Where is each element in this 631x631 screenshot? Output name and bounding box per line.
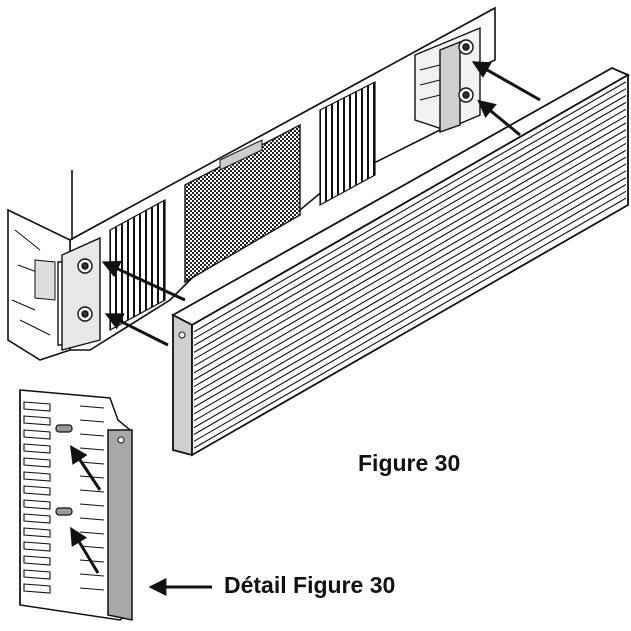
detail-slat	[23, 499, 105, 510]
detail-slat	[23, 569, 105, 580]
left-bracket	[57, 236, 101, 351]
right-bracket	[414, 26, 481, 133]
arrow-icon	[104, 313, 169, 347]
bezel-slat	[193, 108, 627, 360]
bezel-slat	[193, 149, 627, 401]
arrow-icon	[471, 61, 541, 102]
bezel-slats	[193, 81, 627, 449]
bezel-slat	[193, 122, 627, 374]
detail-slat	[23, 485, 105, 496]
detail-slat	[23, 401, 105, 412]
detail-inset	[19, 389, 133, 621]
front-bezel	[171, 66, 630, 457]
insertion-arrows	[70, 61, 541, 596]
detail-slat	[23, 583, 105, 594]
bezel-slat	[193, 142, 627, 394]
bezel-slat	[193, 156, 627, 408]
vent-bank-right	[319, 81, 376, 207]
arrow-icon	[101, 260, 186, 302]
detail-pins	[55, 424, 73, 516]
detail-label: Détail Figure 30	[224, 572, 396, 598]
figure-label: Figure 30	[358, 450, 461, 476]
detail-slat	[23, 415, 105, 426]
bezel-slat	[193, 88, 627, 340]
bezel-slat	[193, 183, 627, 435]
bezel-slat	[193, 129, 627, 381]
bezel-slat	[193, 170, 627, 422]
vent-bank-left	[109, 198, 166, 332]
bezel-slat	[193, 101, 627, 353]
bezel-slat	[193, 81, 627, 333]
bezel-slat	[193, 115, 627, 367]
detail-slats	[23, 401, 105, 594]
bezel-slat	[193, 136, 627, 388]
arrow-icon	[70, 445, 102, 491]
detail-slat	[23, 513, 105, 524]
arrow-icon	[70, 526, 100, 574]
bezel-slat	[193, 95, 627, 347]
bezel-slat	[193, 177, 627, 429]
bezel-slat	[193, 197, 627, 449]
arrow-icon	[477, 99, 521, 137]
bezel-slat	[193, 190, 627, 442]
bezel-slat	[193, 163, 627, 415]
detail-slat	[23, 429, 105, 440]
